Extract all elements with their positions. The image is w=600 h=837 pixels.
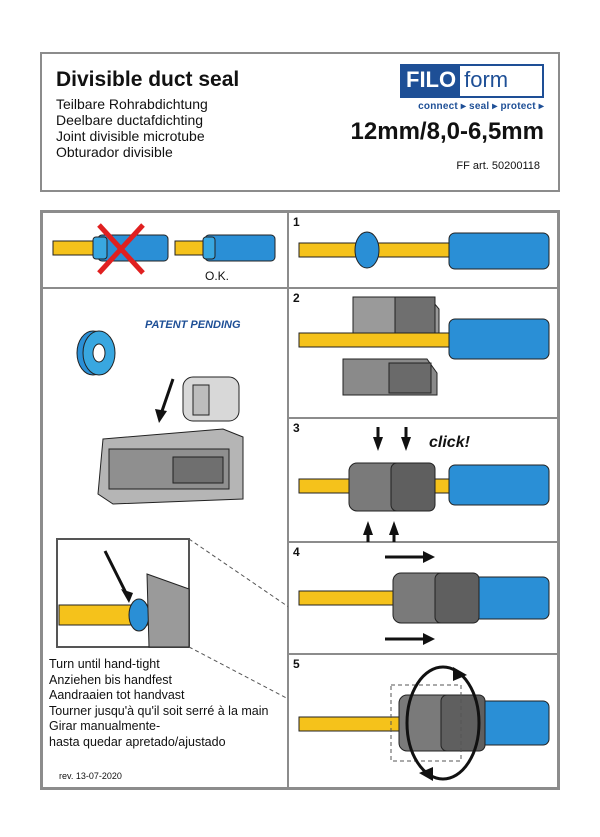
instruction-de: Anziehen bis handfest xyxy=(49,672,173,687)
step-1-cell: 1 xyxy=(288,212,558,288)
instruction-nl: Aandraaien tot handvast xyxy=(49,688,185,702)
step-4-cell: 4 xyxy=(288,542,558,654)
step-number: 1 xyxy=(293,215,300,229)
subtitle-de: Teilbare Rohrabdichtung xyxy=(56,96,208,112)
arrow-up-icon xyxy=(363,521,373,535)
filoform-logo: FILO form connect ▸ seal ▸ protect ▸ xyxy=(400,64,544,112)
rotate-icon xyxy=(405,665,481,781)
size-spec: 12mm/8,0-6,5mm xyxy=(350,118,544,145)
subtitle-fr: Joint divisible microtube xyxy=(56,128,205,144)
step-number: 3 xyxy=(293,421,300,435)
product-title: Divisible duct seal xyxy=(56,68,240,91)
instruction-panel: O.K. PATENT PENDING xyxy=(40,210,560,790)
step-2-cell: 2 xyxy=(288,288,558,418)
step-number: 4 xyxy=(293,545,300,559)
arrow-down-icon xyxy=(373,437,383,451)
logo-tagline: connect ▸ seal ▸ protect ▸ xyxy=(418,101,544,112)
instruction-es-1: Girar manualmente- xyxy=(49,719,161,733)
instruction-fr: Tourner jusqu'à qu'il soit serré à la ma… xyxy=(49,703,269,718)
step-5-illustration xyxy=(298,665,550,781)
arrow-down-icon xyxy=(401,437,411,451)
arrow-up-icon xyxy=(389,521,399,535)
subtitle-nl: Deelbare ductafdichting xyxy=(56,112,204,128)
revision-date: rev. 13-07-2020 xyxy=(59,771,122,781)
click-text: click! xyxy=(429,434,471,451)
instruction-es-2: hasta quedar apretado/ajustado xyxy=(49,734,226,749)
parts-cell: PATENT PENDING Tur xyxy=(42,288,404,788)
step-number: 2 xyxy=(293,291,300,305)
header-panel: Divisible duct seal Teilbare Rohrabdicht… xyxy=(40,52,560,192)
patent-pending-label: PATENT PENDING xyxy=(145,319,241,331)
logo-filo-text: FILO xyxy=(402,66,461,96)
instruction-en: Turn until hand-tight xyxy=(49,657,160,671)
subtitle-es: Obturador divisible xyxy=(56,144,173,160)
orientation-illustration xyxy=(52,223,276,275)
step-3-cell: 3 click! xyxy=(288,418,558,543)
article-number: FF art. 50200118 xyxy=(456,160,540,172)
arrow-detail-icon xyxy=(103,550,129,596)
logo-form-text: form xyxy=(464,67,509,92)
step-number: 5 xyxy=(293,657,300,671)
step-5-cell: 5 xyxy=(288,654,558,788)
step-3-illustration: click! xyxy=(298,427,550,543)
step-4-illustration xyxy=(298,551,550,645)
step-1-illustration xyxy=(298,231,550,270)
ok-label: O.K. xyxy=(205,269,230,283)
step-2-illustration xyxy=(298,296,550,396)
arrow-down-icon xyxy=(159,378,175,415)
orientation-cell: O.K. xyxy=(42,212,288,288)
